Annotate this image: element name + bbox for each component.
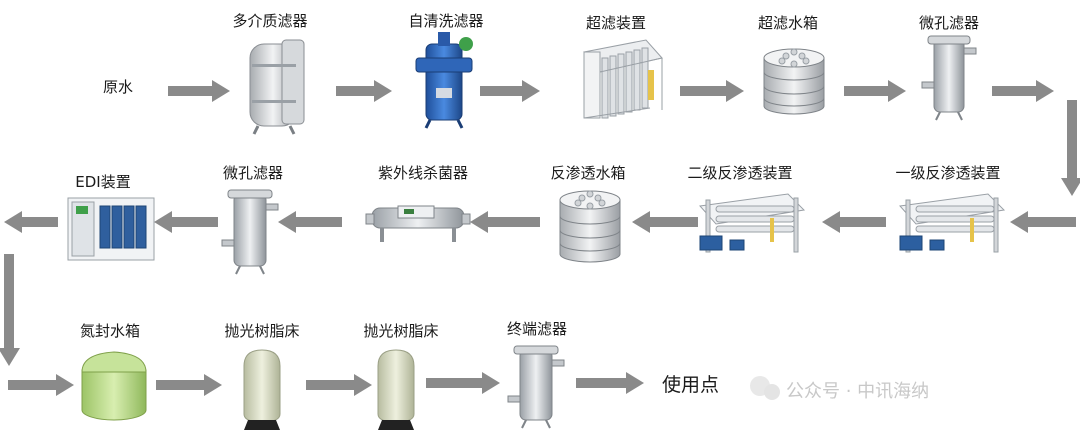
uf-water-tank-icon bbox=[763, 48, 825, 115]
label-ro2-device: 二级反渗透装置 bbox=[687, 164, 793, 182]
arrow-pb1-to-pb2 bbox=[306, 374, 372, 396]
arrow-raw-to-mmf bbox=[168, 80, 230, 102]
label-use-point: 使用点 bbox=[662, 374, 720, 396]
arrow-ro2-to-rotank bbox=[632, 211, 698, 233]
label-multi-media-filter: 多介质滤器 bbox=[232, 12, 308, 30]
label-micro-filter-2: 微孔滤器 bbox=[222, 164, 284, 182]
arrow-n2-to-pb1 bbox=[156, 374, 222, 396]
label-polishing-bed-2: 抛光树脂床 bbox=[363, 322, 439, 340]
arrow-mf-to-right bbox=[992, 80, 1054, 102]
self-cleaning-filter-icon bbox=[415, 32, 473, 129]
multi-media-filter-icon bbox=[249, 39, 305, 135]
micro-filter-icon-2 bbox=[221, 189, 279, 275]
label-edi-device: EDI装置 bbox=[75, 173, 131, 191]
arrow-rotank-to-uv bbox=[470, 211, 540, 233]
label-polishing-bed-1: 抛光树脂床 bbox=[224, 322, 300, 340]
arrow-edi-out bbox=[4, 211, 58, 233]
arrow-pb2-to-terminal bbox=[426, 372, 500, 394]
label-self-cleaning-filter: 自清洗滤器 bbox=[408, 12, 484, 30]
watermark-logo-icon bbox=[750, 376, 780, 400]
arrow-terminal-to-use bbox=[576, 372, 644, 394]
arrow-scf-to-uf bbox=[480, 80, 540, 102]
label-ro1-device: 一级反渗透装置 bbox=[895, 164, 1001, 182]
arrow-uf-to-uftank bbox=[680, 80, 744, 102]
arrow-uftank-to-mf bbox=[844, 80, 906, 102]
micro-filter-icon-1 bbox=[921, 35, 977, 121]
label-nitrogen-seal-tank: 氮封水箱 bbox=[79, 322, 141, 340]
ro2-device-icon bbox=[699, 193, 806, 253]
polishing-bed-icon-2 bbox=[377, 349, 415, 430]
ro-water-tank-icon bbox=[559, 190, 621, 263]
label-uf-device: 超滤装置 bbox=[585, 14, 647, 32]
polishing-bed-icon-1 bbox=[243, 349, 281, 430]
arrow-mf2-to-edi bbox=[154, 211, 218, 233]
arrow-into-ro1 bbox=[1010, 211, 1076, 233]
uv-sterilizer-icon bbox=[365, 205, 471, 242]
arrow-down-right bbox=[1061, 100, 1080, 196]
watermark-text: 公众号 · 中讯海纳 bbox=[786, 381, 930, 402]
arrow-into-n2tank bbox=[8, 374, 74, 396]
arrow-ro1-to-ro2 bbox=[822, 211, 886, 233]
label-micro-filter-1: 微孔滤器 bbox=[918, 14, 980, 32]
nitrogen-seal-tank-icon bbox=[81, 351, 147, 421]
label-terminal-filter: 终端滤器 bbox=[506, 320, 568, 338]
terminal-filter-icon bbox=[507, 345, 565, 429]
arrow-mmf-to-scf bbox=[336, 80, 392, 102]
flow-arrows bbox=[0, 80, 1080, 396]
ro1-device-icon bbox=[899, 193, 1006, 253]
arrow-down-left bbox=[0, 254, 20, 366]
label-ro-water-tank: 反渗透水箱 bbox=[550, 164, 626, 182]
label-raw-water: 原水 bbox=[102, 78, 134, 96]
arrow-uv-to-mf2 bbox=[278, 211, 342, 233]
label-uf-water-tank: 超滤水箱 bbox=[757, 14, 819, 32]
uf-device-icon bbox=[583, 39, 663, 119]
edi-device-icon bbox=[67, 197, 155, 261]
label-uv-sterilizer: 紫外线杀菌器 bbox=[377, 164, 469, 182]
